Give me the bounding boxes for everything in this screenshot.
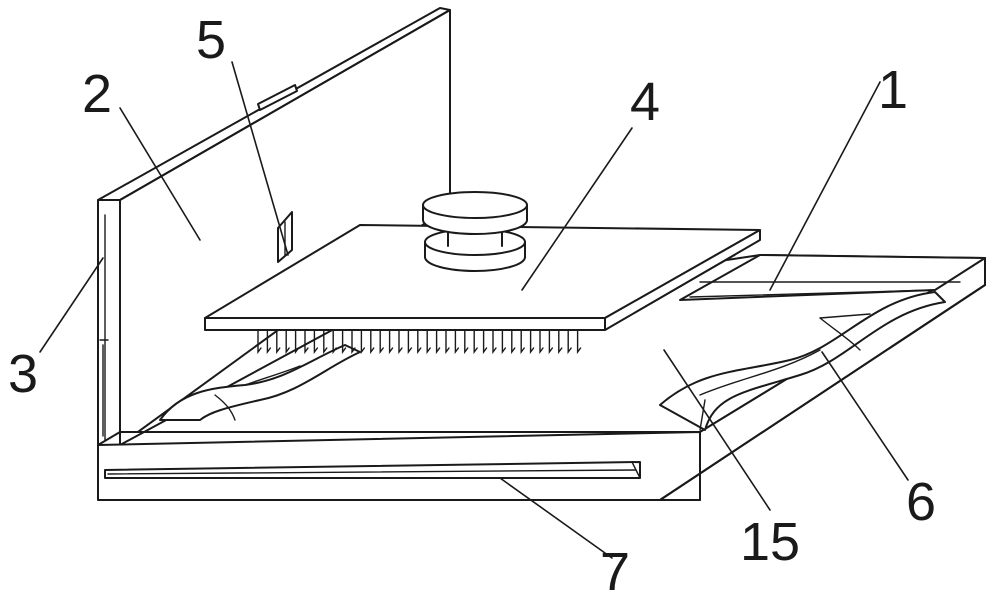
tooth bbox=[529, 329, 535, 355]
leader-15 bbox=[663, 349, 771, 511]
tooth bbox=[323, 329, 328, 355]
tooth bbox=[276, 329, 281, 355]
tooth bbox=[511, 329, 516, 355]
label-15: 15 bbox=[740, 512, 800, 572]
tooth bbox=[379, 329, 384, 355]
tooth bbox=[313, 329, 319, 355]
tooth bbox=[360, 329, 366, 355]
tooth bbox=[304, 329, 309, 355]
tooth bbox=[539, 329, 544, 355]
tooth bbox=[576, 329, 582, 355]
tooth bbox=[558, 329, 563, 355]
tooth bbox=[370, 329, 375, 355]
label-3: 3 bbox=[8, 344, 38, 404]
tooth bbox=[294, 329, 300, 355]
reference-labels: 1 2 3 4 5 6 7 15 bbox=[8, 10, 936, 602]
tooth bbox=[435, 329, 441, 355]
back-plate bbox=[97, 7, 451, 446]
label-2: 2 bbox=[82, 64, 112, 124]
leader-1 bbox=[769, 81, 881, 291]
tooth bbox=[464, 329, 469, 355]
label-4: 4 bbox=[630, 72, 660, 132]
tooth bbox=[520, 329, 525, 355]
label-1: 1 bbox=[878, 60, 908, 120]
leader-5 bbox=[231, 61, 289, 256]
tooth bbox=[426, 329, 431, 355]
tooth bbox=[351, 329, 356, 355]
tooth bbox=[473, 329, 478, 355]
curved-strips bbox=[159, 291, 946, 431]
tooth bbox=[492, 329, 497, 355]
tooth bbox=[266, 329, 272, 355]
tooth bbox=[417, 329, 422, 355]
tooth bbox=[501, 329, 507, 355]
knob bbox=[422, 191, 528, 272]
leader-lines bbox=[39, 61, 909, 559]
leader-3 bbox=[39, 257, 104, 353]
label-5: 5 bbox=[196, 10, 226, 70]
tooth bbox=[445, 329, 450, 355]
tooth bbox=[482, 329, 488, 355]
tooth bbox=[388, 329, 394, 355]
tooth bbox=[407, 329, 413, 355]
label-6: 6 bbox=[906, 472, 936, 532]
tooth bbox=[398, 329, 403, 355]
leader-6 bbox=[821, 351, 909, 481]
leader-4 bbox=[521, 127, 633, 291]
tooth bbox=[548, 329, 554, 355]
label-7: 7 bbox=[600, 542, 630, 602]
tooth bbox=[257, 329, 262, 355]
tooth bbox=[285, 329, 290, 355]
tooth bbox=[341, 329, 347, 355]
tooth bbox=[332, 329, 337, 355]
leader-7 bbox=[499, 477, 613, 559]
leader-2 bbox=[119, 107, 201, 241]
tooth bbox=[454, 329, 460, 355]
tooth bbox=[567, 329, 572, 355]
teeth-row bbox=[257, 329, 582, 355]
